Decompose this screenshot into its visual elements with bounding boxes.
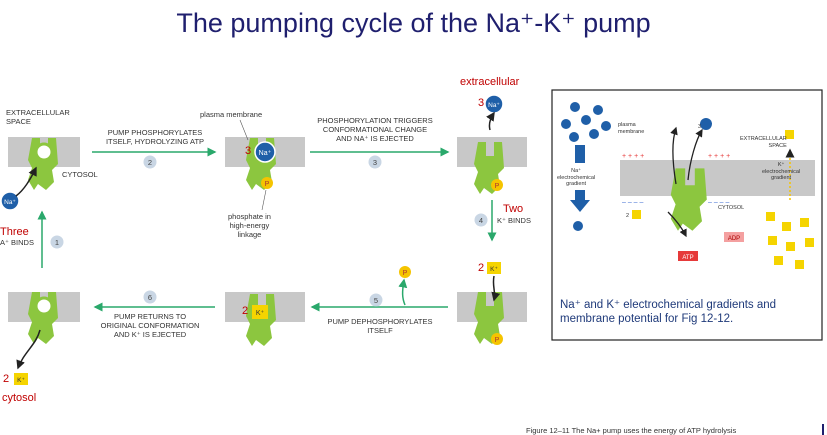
label-phosphate-linkage: phosphate in high-energy linkage — [228, 212, 271, 239]
inset-plus-left: + + + + — [622, 153, 644, 160]
phosphate-2: P — [261, 177, 273, 189]
inset-adp: ADP — [724, 232, 744, 242]
step-3-text: PHOSPHORYLATION TRIGGERS CONFORMATIONAL … — [317, 116, 433, 143]
svg-text:P: P — [265, 181, 270, 188]
svg-text:Na⁺: Na⁺ — [488, 102, 500, 109]
inset-na-exit-arrow — [687, 128, 703, 181]
inset-two-k: 2 — [626, 213, 629, 219]
label-two: Two — [503, 203, 524, 215]
inset-k-gradient: K⁺ electrochemical gradient — [762, 162, 801, 181]
inset-caption: Na⁺ and K⁺ electrochemical gradients and… — [560, 299, 777, 325]
inset-na-gradient: Na⁺ electrochemical gradient — [557, 168, 596, 187]
phosphate-4: P — [491, 333, 503, 345]
inset-minus-left: – – – – — [622, 199, 644, 206]
inset-k-entry-arrow — [667, 211, 687, 238]
label-three: Three — [0, 226, 29, 238]
svg-text:P: P — [403, 270, 408, 277]
label-cytosol-red: cytosol — [2, 392, 37, 404]
label-extracellular-red: extracellular — [460, 76, 520, 88]
figure-footer: Figure 12–11 The Na+ pump uses the energ… — [526, 426, 737, 435]
step-5-text: PUMP DEPHOSPHORYLATES ITSELF — [327, 317, 433, 335]
step-number-4: 4 — [479, 216, 483, 225]
k-ion-ejected: K⁺ — [14, 373, 28, 385]
na-ion-ejected: Na⁺ — [484, 94, 504, 114]
step-number-1: 1 — [55, 238, 59, 247]
svg-text:Na⁺: Na⁺ — [259, 150, 272, 157]
k-entry-arrow — [491, 275, 501, 302]
inset-k-ions — [632, 130, 814, 269]
edge-marker — [822, 424, 824, 435]
step-2-text: PUMP PHOSPHORYLATES ITSELF, HYDROLYZING … — [105, 128, 205, 146]
na-entry-arrow — [15, 166, 37, 197]
svg-text:ADP: ADP — [728, 236, 740, 242]
inset-minus-right: – – – – — [708, 199, 730, 206]
phosphate-released: P — [399, 266, 411, 278]
svg-text:K⁺: K⁺ — [17, 377, 25, 384]
svg-text:Na⁺: Na⁺ — [4, 199, 16, 206]
inset-na-gradient-arrow — [570, 145, 590, 212]
pump-state-1 — [28, 138, 58, 190]
inset-plasma-membrane: plasma membrane — [618, 122, 645, 135]
label-extracellular-space: EXTRACELLULAR SPACE — [6, 108, 70, 126]
svg-text:ATP: ATP — [682, 255, 693, 261]
na-exit-arrow — [486, 111, 495, 131]
inset-extracellular-space: EXTRACELLULAR SPACE — [740, 136, 787, 149]
step-circles — [50, 155, 488, 307]
label-cytosol: CYTOSOL — [62, 170, 98, 179]
inset-na-ions — [561, 102, 712, 231]
na-ion-entering: Na⁺ — [0, 191, 20, 211]
inset-three-na: 3 — [698, 124, 701, 130]
label-k-binds: K⁺ BINDS — [497, 216, 531, 225]
svg-text:K⁺: K⁺ — [490, 266, 498, 273]
phosphate-pointer — [261, 189, 267, 211]
phosphate-3: P — [491, 179, 503, 191]
membrane-pointer — [239, 119, 249, 141]
inset-membrane — [620, 160, 815, 196]
label-plasma-membrane: plasma membrane — [200, 110, 263, 119]
step-number-5: 5 — [374, 296, 378, 305]
step-number-2: 2 — [148, 158, 152, 167]
step-number-3: 3 — [373, 158, 377, 167]
count-three-na: 3 — [245, 145, 252, 157]
k-ion-entering: K⁺ — [487, 262, 501, 274]
k-ion-bound: K⁺ — [252, 305, 268, 319]
pump-state-6 — [28, 292, 58, 344]
svg-text:K⁺: K⁺ — [256, 310, 265, 317]
count-three-na-out: 3 — [478, 97, 485, 109]
step-number-6: 6 — [148, 293, 152, 302]
page-title: The pumping cycle of the Na⁺-K⁺ pump — [176, 8, 651, 38]
inset-cytosol: CYTOSOL — [718, 205, 745, 211]
svg-text:P: P — [495, 183, 500, 190]
na-ion-bound: Na⁺ — [254, 141, 276, 163]
svg-text:P: P — [495, 337, 500, 344]
phosphate-release-arrow — [398, 278, 408, 306]
count-two-k: 2 — [242, 305, 249, 317]
inset-atp: ATP — [678, 251, 698, 261]
label-na-binds: a⁺ BINDS — [0, 238, 34, 247]
inset-na-exit-arrow-2 — [670, 126, 678, 185]
step-6-text: PUMP RETURNS TO ORIGINAL CONFORMATION AN… — [100, 312, 200, 339]
count-two-k-in: 2 — [478, 262, 485, 274]
inset-plus-right: + + + + — [708, 153, 730, 160]
count-two-k-out: 2 — [3, 373, 10, 385]
k-exit-arrow — [16, 329, 41, 370]
